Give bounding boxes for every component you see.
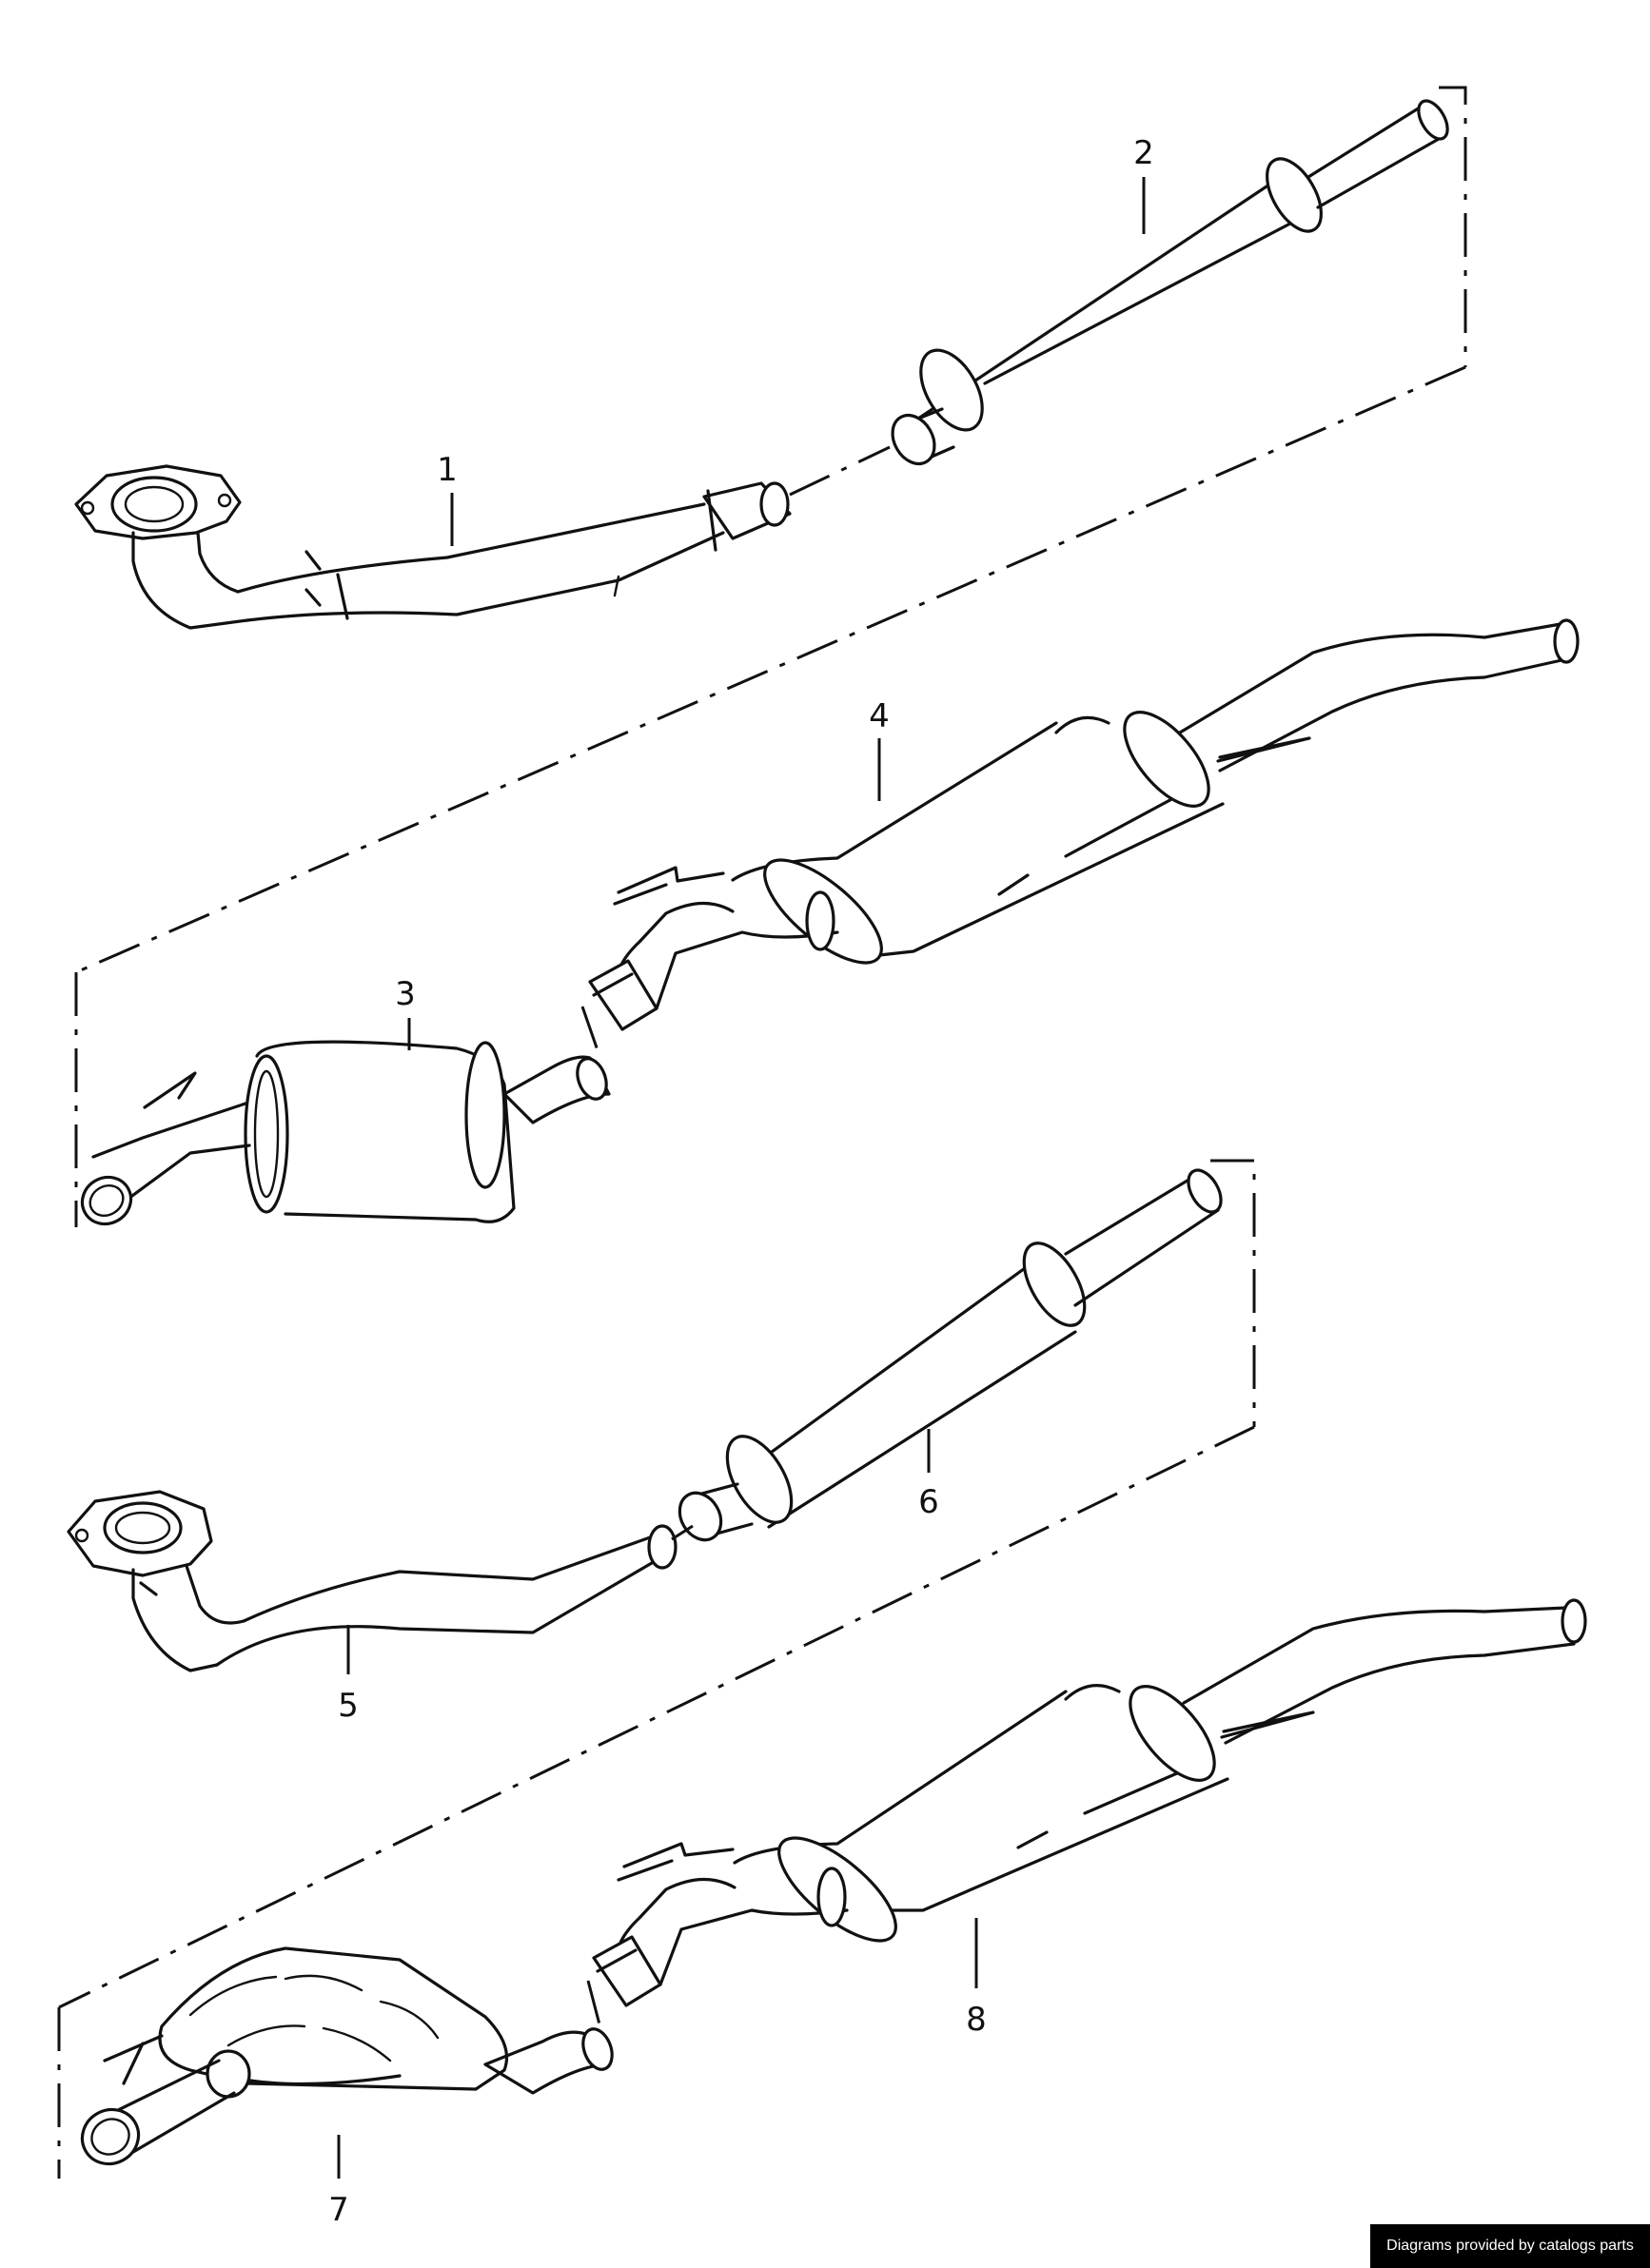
svg-text:7: 7 — [328, 2191, 349, 2229]
part-2-center-silencer[interactable] — [884, 96, 1453, 471]
part-6-center-silencer[interactable] — [672, 1164, 1228, 1547]
svg-text:5: 5 — [338, 1687, 359, 1725]
part-5-front-pipe[interactable] — [67, 1490, 678, 1672]
callout-6: 6 — [918, 1429, 939, 1521]
svg-text:4: 4 — [869, 697, 890, 735]
part-3-front-silencer[interactable] — [73, 1040, 611, 1233]
part-4-rear-silencer[interactable] — [588, 618, 1580, 1031]
callout-7: 7 — [328, 2135, 349, 2229]
set-b-connection-lines — [57, 1159, 1256, 2179]
callout-4: 4 — [869, 697, 890, 801]
part-7-front-silencer[interactable] — [72, 1946, 618, 2174]
part-8-rear-silencer[interactable] — [592, 1598, 1587, 2007]
svg-text:8: 8 — [966, 2001, 987, 2039]
callout-1: 1 — [437, 451, 458, 546]
set-a-connection-lines — [74, 86, 1467, 1227]
credit-footer: Diagrams provided by catalogs parts — [1370, 2224, 1650, 2268]
svg-text:3: 3 — [395, 975, 416, 1013]
svg-text:6: 6 — [918, 1483, 939, 1521]
callout-3: 3 — [395, 975, 416, 1050]
part-1-front-pipe[interactable] — [74, 464, 792, 630]
svg-text:2: 2 — [1133, 134, 1154, 172]
callout-5: 5 — [338, 1625, 359, 1725]
svg-text:1: 1 — [437, 451, 458, 489]
callout-8: 8 — [966, 1918, 987, 2039]
callout-2: 2 — [1133, 134, 1154, 234]
